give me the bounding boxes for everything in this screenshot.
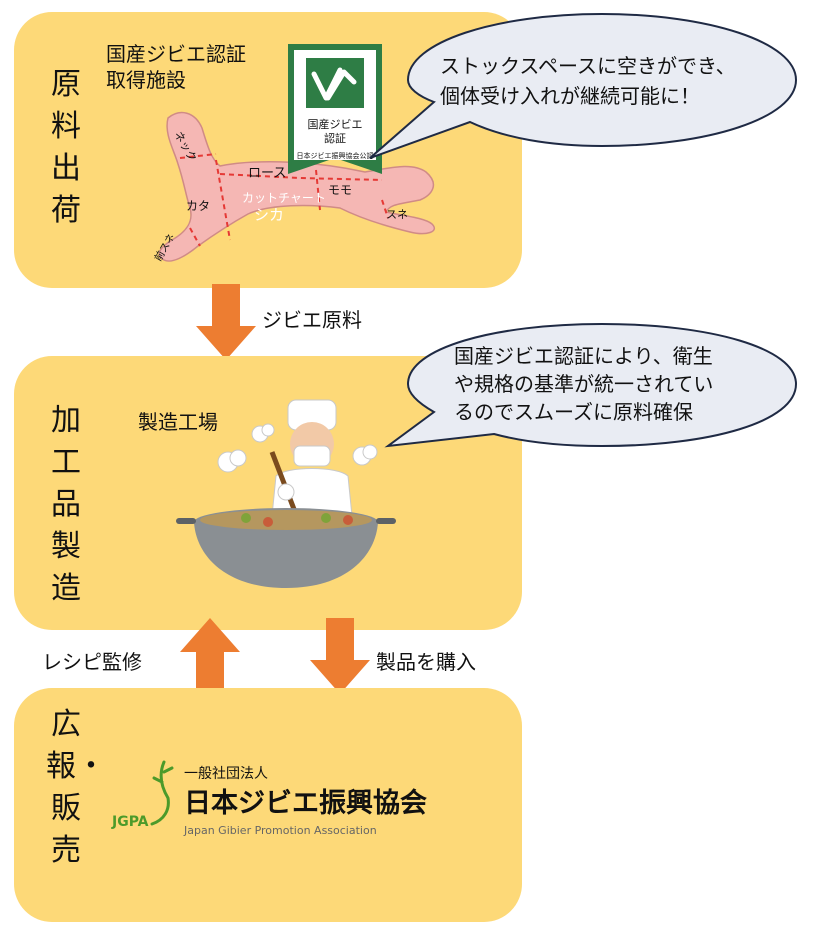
check-mark-icon: [311, 67, 357, 101]
cut-label-shank: スネ: [386, 208, 408, 221]
arrow-purchase: [310, 618, 370, 694]
logo-english: Japan Gibier Promotion Association: [183, 824, 377, 837]
cut-label-shoulder: カタ: [186, 199, 210, 213]
bubble-top-line-1: ストックスペースに空きができ、: [440, 54, 736, 78]
sales-title: 広報・販売: [46, 707, 106, 868]
speech-bubble-middle: [384, 322, 798, 448]
deer-antler-icon: [150, 760, 174, 826]
arrow-recipe: [180, 618, 240, 694]
processing-title: 加工品製造: [51, 403, 81, 606]
badge-line-2: 認証: [324, 131, 346, 145]
cut-label-thigh: モモ: [328, 183, 352, 197]
arrow-raw-material: [196, 284, 256, 360]
cut-label-chart: カットチャート: [242, 191, 326, 205]
logo-name: 日本ジビエ振興協会: [184, 788, 427, 819]
badge-footer: 日本ジビエ振興協会公認: [297, 151, 374, 160]
facility-label-1: 国産ジビエ認証: [106, 42, 246, 66]
deer-cut-chart: ネック ロース カタ カットチャート シカ モモ スネ 前スネ: [151, 111, 435, 264]
arrow-recipe-label: レシピ監修: [42, 650, 142, 674]
logo-abbr: JGPA: [111, 814, 149, 830]
badge-line-1: 国産ジビエ: [308, 118, 363, 131]
arrow-purchase-label: 製品を購入: [376, 650, 476, 674]
jgpa-logo: JGPA 一般社団法人 日本ジビエ振興協会 Japan Gibier Promo…: [111, 760, 427, 837]
sales-panel: [14, 688, 522, 922]
cut-label-deer: シカ: [254, 206, 284, 224]
arrow-raw-material-label: ジビエ原料: [262, 308, 362, 332]
cut-label-loin: ロース: [248, 166, 286, 181]
bubble-middle-line-2: や規格の基準が統一されてい: [454, 372, 714, 396]
bubble-middle-line-1: 国産ジビエ認証により、衛生: [454, 344, 713, 368]
factory-label: 製造工場: [138, 410, 218, 434]
chef-cooking-illustration: [176, 399, 396, 588]
bubble-top-line-2: 個体受け入れが継続可能に！: [440, 84, 700, 108]
speech-bubble-top: [369, 12, 798, 159]
certification-badge: 国産ジビエ 認証 日本ジビエ振興協会公認: [288, 44, 382, 174]
raw-material-title: 原料出荷: [51, 67, 81, 228]
facility-label-2: 取得施設: [106, 68, 186, 92]
bubble-middle-line-3: るのでスムーズに原料確保: [454, 400, 693, 424]
logo-small-text: 一般社団法人: [184, 766, 268, 782]
